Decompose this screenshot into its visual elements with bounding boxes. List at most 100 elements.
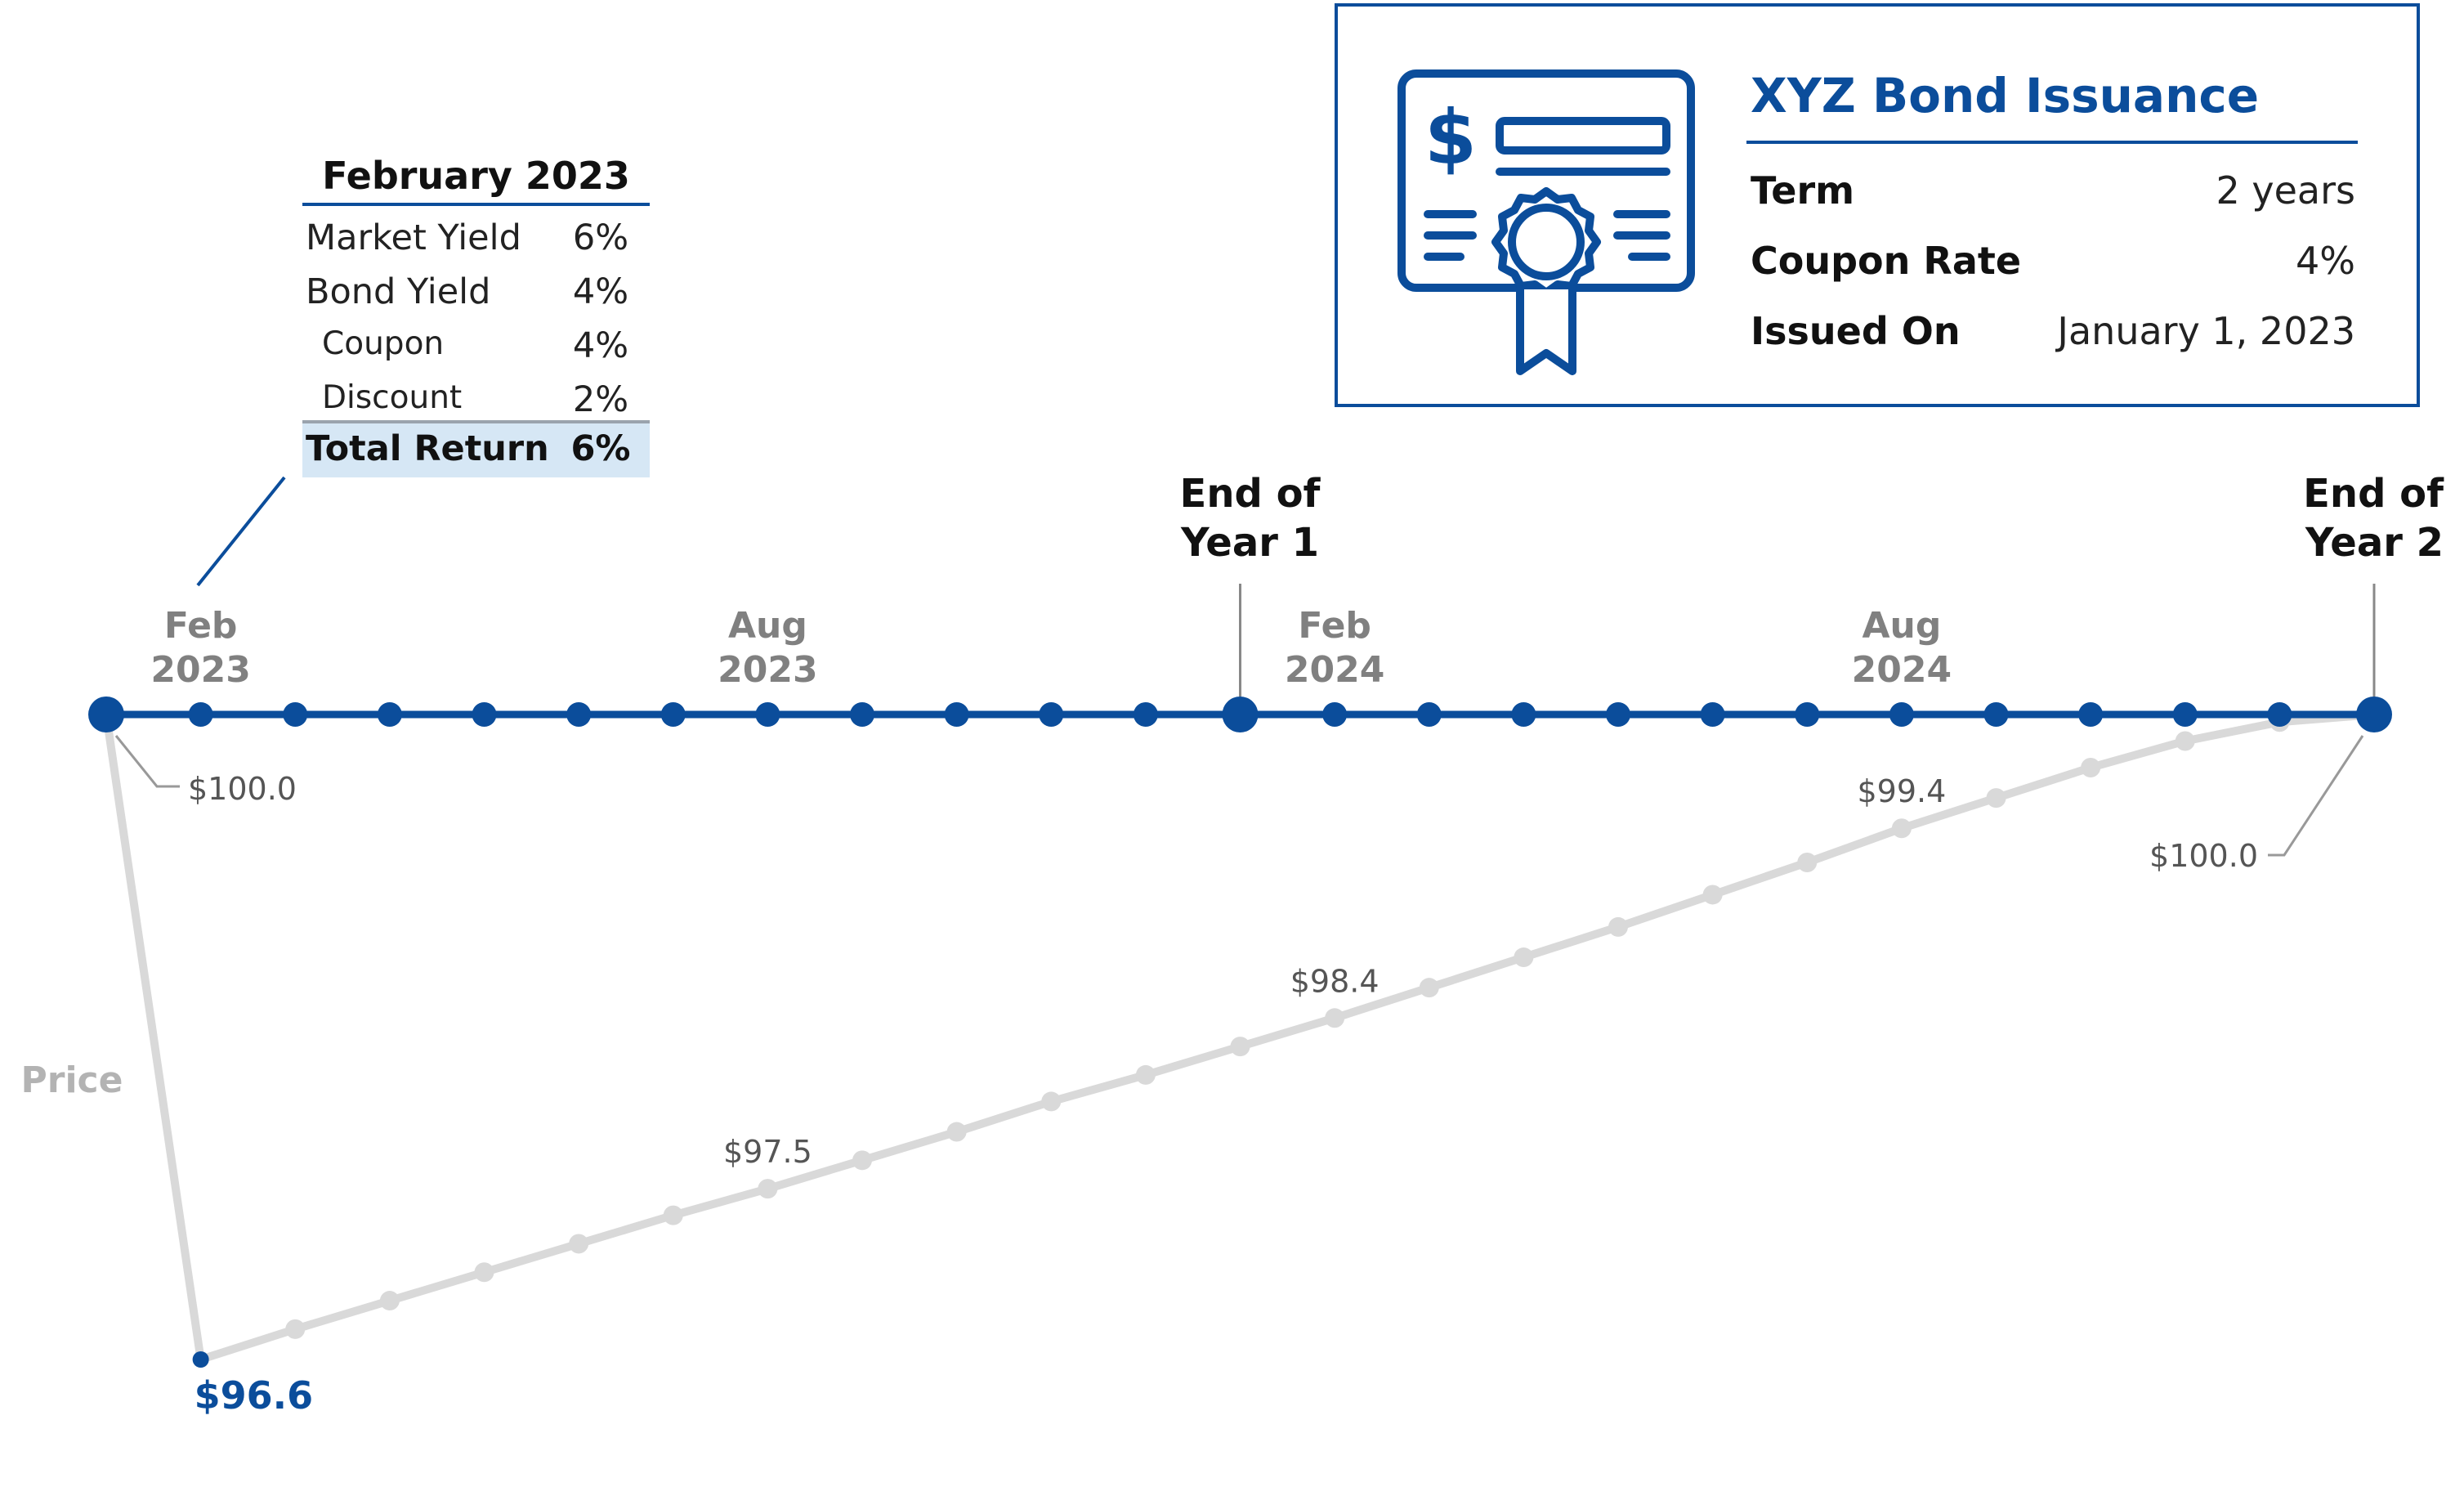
return-row-value: 6%: [572, 217, 629, 258]
price-data-label: $100.0: [2149, 838, 2258, 874]
bond-certificate-icon: $: [1397, 69, 1695, 375]
price-point: [946, 1122, 967, 1142]
bond-title-rule: [1746, 141, 2358, 144]
timeline-month-point: [755, 702, 780, 727]
timeline-milestone-point: [2356, 697, 2392, 732]
price-point: [852, 1150, 872, 1171]
return-row-value: 2%: [572, 379, 629, 420]
timeline-month-point: [188, 702, 213, 727]
return-row-coupon: Coupon 4%: [302, 320, 650, 374]
price-label-leader: [114, 735, 180, 788]
price-point: [379, 1291, 400, 1311]
timeline-month-point: [283, 702, 308, 727]
milestone-label: Year 1: [1180, 520, 1319, 566]
year-label: 2023: [150, 649, 250, 691]
timeline-month-point: [1606, 702, 1630, 727]
price-point: [1135, 1064, 1156, 1085]
month-label: Aug: [728, 605, 807, 647]
bond-row-coupon-rate: Coupon Rate 4%: [1751, 239, 2355, 288]
month-label: Aug: [1862, 605, 1941, 647]
price-point: [2175, 731, 2195, 751]
timeline-month-point: [1511, 702, 1536, 727]
timeline-month-point: [1795, 702, 1820, 727]
total-return-label: Total Return: [306, 428, 549, 469]
bond-title: XYZ Bond Issuance: [1751, 68, 2260, 123]
return-table: February 2023 Market Yield 6% Bond Yield…: [302, 147, 650, 477]
timeline-month-point: [1416, 702, 1442, 727]
timeline-month-point: [2172, 702, 2198, 727]
price-point: [569, 1234, 589, 1254]
price-point: [1608, 916, 1628, 937]
return-row-bond-yield: Bond Yield 4%: [302, 267, 650, 320]
price-point: [474, 1262, 494, 1283]
timeline-month-point: [1039, 702, 1064, 727]
price-point: [1702, 885, 1723, 905]
price-point: [192, 1351, 209, 1368]
return-row-label: Market Yield: [306, 217, 521, 258]
price-point: [1986, 788, 2006, 808]
month-label: Feb: [1298, 605, 1371, 647]
bond-issuance-card: $ XYZ Bond Issuance Term 2 years Coupon …: [1335, 3, 2420, 407]
timeline-month-point: [1133, 702, 1158, 727]
price-point: [1797, 853, 1818, 873]
price-point: [1514, 947, 1534, 968]
bond-row-label: Coupon Rate: [1751, 239, 2022, 283]
price-data-label: $98.4: [1290, 963, 1380, 999]
timeline-month-point: [660, 702, 686, 727]
bond-row-label: Term: [1751, 168, 1855, 213]
price-data-label-low: $96.6: [195, 1373, 314, 1418]
timeline-month-point: [472, 702, 497, 727]
timeline-milestone-point: [88, 697, 124, 732]
milestone-label: Year 2: [2305, 520, 2444, 566]
milestone-label: End of: [1180, 471, 1321, 517]
timeline-month-point: [377, 702, 402, 727]
table-connector-line: [196, 476, 286, 587]
return-row-market-yield: Market Yield 6%: [302, 213, 650, 267]
year-label: 2023: [718, 649, 817, 691]
return-table-rule: [302, 203, 650, 206]
bond-row-value: January 1, 2023: [2057, 309, 2355, 353]
return-row-value: 4%: [572, 325, 629, 366]
milestone-label: End of: [2303, 471, 2444, 517]
timeline-month-point: [1700, 702, 1725, 727]
timeline-month-point: [2078, 702, 2104, 727]
timeline-month-point: [1322, 702, 1348, 727]
price-data-label: $99.4: [1857, 773, 1946, 809]
timeline-month-point: [2267, 702, 2292, 727]
price-point: [285, 1319, 306, 1339]
price-point: [2081, 757, 2101, 777]
price-point: [1419, 978, 1439, 998]
timeline-month-point: [850, 702, 874, 727]
price-label-leader: [2268, 735, 2364, 857]
price-point: [1891, 818, 1912, 839]
month-label: Feb: [164, 605, 238, 647]
timeline-month-point: [1983, 702, 2009, 727]
price-data-label: $97.5: [723, 1134, 812, 1170]
return-row-value: 4%: [572, 271, 629, 312]
bond-row-value: 4%: [2296, 239, 2355, 283]
year-label: 2024: [1852, 649, 1952, 691]
bond-row-value: 2 years: [2216, 168, 2355, 213]
bond-row-label: Issued On: [1751, 309, 1961, 353]
price-point: [1325, 1008, 1345, 1028]
return-row-discount: Discount 2%: [302, 374, 650, 428]
return-row-label: Bond Yield: [306, 271, 491, 312]
price-point: [758, 1179, 778, 1199]
price-data-label: $100.0: [188, 771, 297, 807]
price-series-label: Price: [21, 1059, 123, 1101]
timeline-milestone-point: [1222, 697, 1259, 732]
timeline-month-point: [1889, 702, 1914, 727]
return-row-label: Coupon: [322, 325, 445, 362]
timeline-month-point: [944, 702, 969, 727]
return-table-title: February 2023: [322, 154, 630, 198]
year-label: 2024: [1285, 649, 1384, 691]
return-row-total: Total Return 6%: [302, 420, 650, 477]
price-point: [1041, 1091, 1062, 1112]
total-return-value: 6%: [570, 428, 631, 469]
price-point: [663, 1205, 683, 1225]
timeline-month-point: [566, 702, 592, 727]
svg-text:$: $: [1424, 94, 1477, 181]
bond-row-term: Term 2 years: [1751, 168, 2355, 217]
